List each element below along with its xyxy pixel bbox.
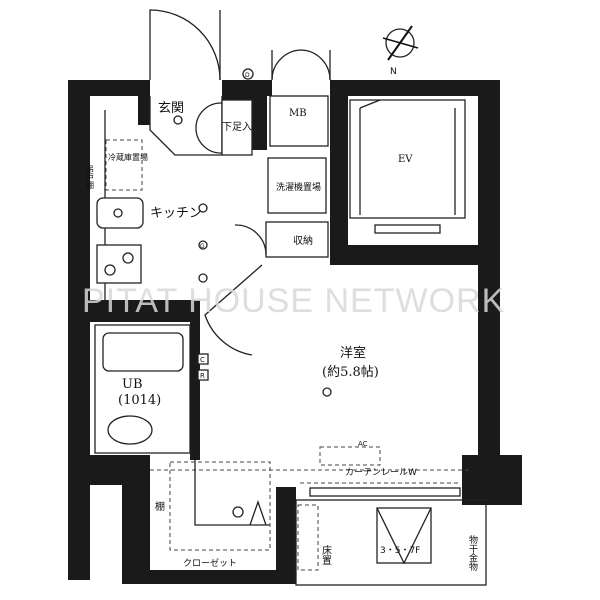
- label-mb: MB: [289, 108, 307, 119]
- sink: [96, 197, 144, 229]
- label-curtain-rail: カーテンレールW: [345, 467, 417, 478]
- label-shoe-storage: 下足入: [222, 121, 252, 133]
- label-unit-bath-size: (1014): [118, 393, 161, 408]
- window-sash[interactable]: [309, 487, 461, 497]
- fridge-space: [105, 139, 143, 191]
- storage: [265, 221, 329, 258]
- exterior-walls: [68, 80, 522, 584]
- label-floors-note: 3・5・7F: [380, 546, 420, 556]
- label-western-room-size: (約5.8帖): [322, 365, 379, 380]
- label-western-room: 洋室: [340, 345, 366, 361]
- mb-door[interactable]: [271, 49, 331, 81]
- fixture-r: R: [200, 372, 205, 380]
- balcony: [295, 499, 487, 586]
- label-ac: AC: [358, 440, 368, 448]
- label-unit-bath: UB: [122, 377, 143, 392]
- washer-space: [267, 157, 327, 214]
- shoe-storage: [221, 99, 253, 156]
- ac-unit: [319, 446, 381, 466]
- label-closet: クローゼット: [183, 557, 237, 569]
- compass-north-label: N: [390, 67, 397, 77]
- watermark: PITAT HOUSE NETWORK: [82, 282, 505, 320]
- elevator: [349, 99, 466, 219]
- room-door[interactable]: [204, 264, 263, 356]
- label-laundry-hardware: 物干金物: [467, 534, 478, 572]
- gas-outlet: G: [200, 243, 205, 250]
- entrance-door[interactable]: [149, 9, 221, 81]
- label-washer-space: 洗濯機置場: [276, 181, 321, 193]
- evacuation-hatch: [376, 507, 432, 565]
- label-floor-placement: 床置: [320, 544, 332, 565]
- label-storage: 収納: [293, 234, 313, 247]
- label-elevator: EV: [398, 154, 413, 165]
- meter-box: [269, 95, 329, 147]
- door-marker-d: D: [245, 72, 250, 79]
- label-kitchen: キッチン: [150, 206, 202, 221]
- compass-icon: N: [382, 25, 419, 77]
- stove: [96, 244, 142, 284]
- label-entrance: 玄関: [158, 101, 184, 116]
- fixture-c: C: [200, 356, 205, 364]
- label-hanging-cabinet: 吊戸棚: [86, 165, 95, 190]
- label-fridge-space: 冷蔵庫置場: [108, 152, 148, 162]
- label-shelf: 棚: [155, 500, 165, 513]
